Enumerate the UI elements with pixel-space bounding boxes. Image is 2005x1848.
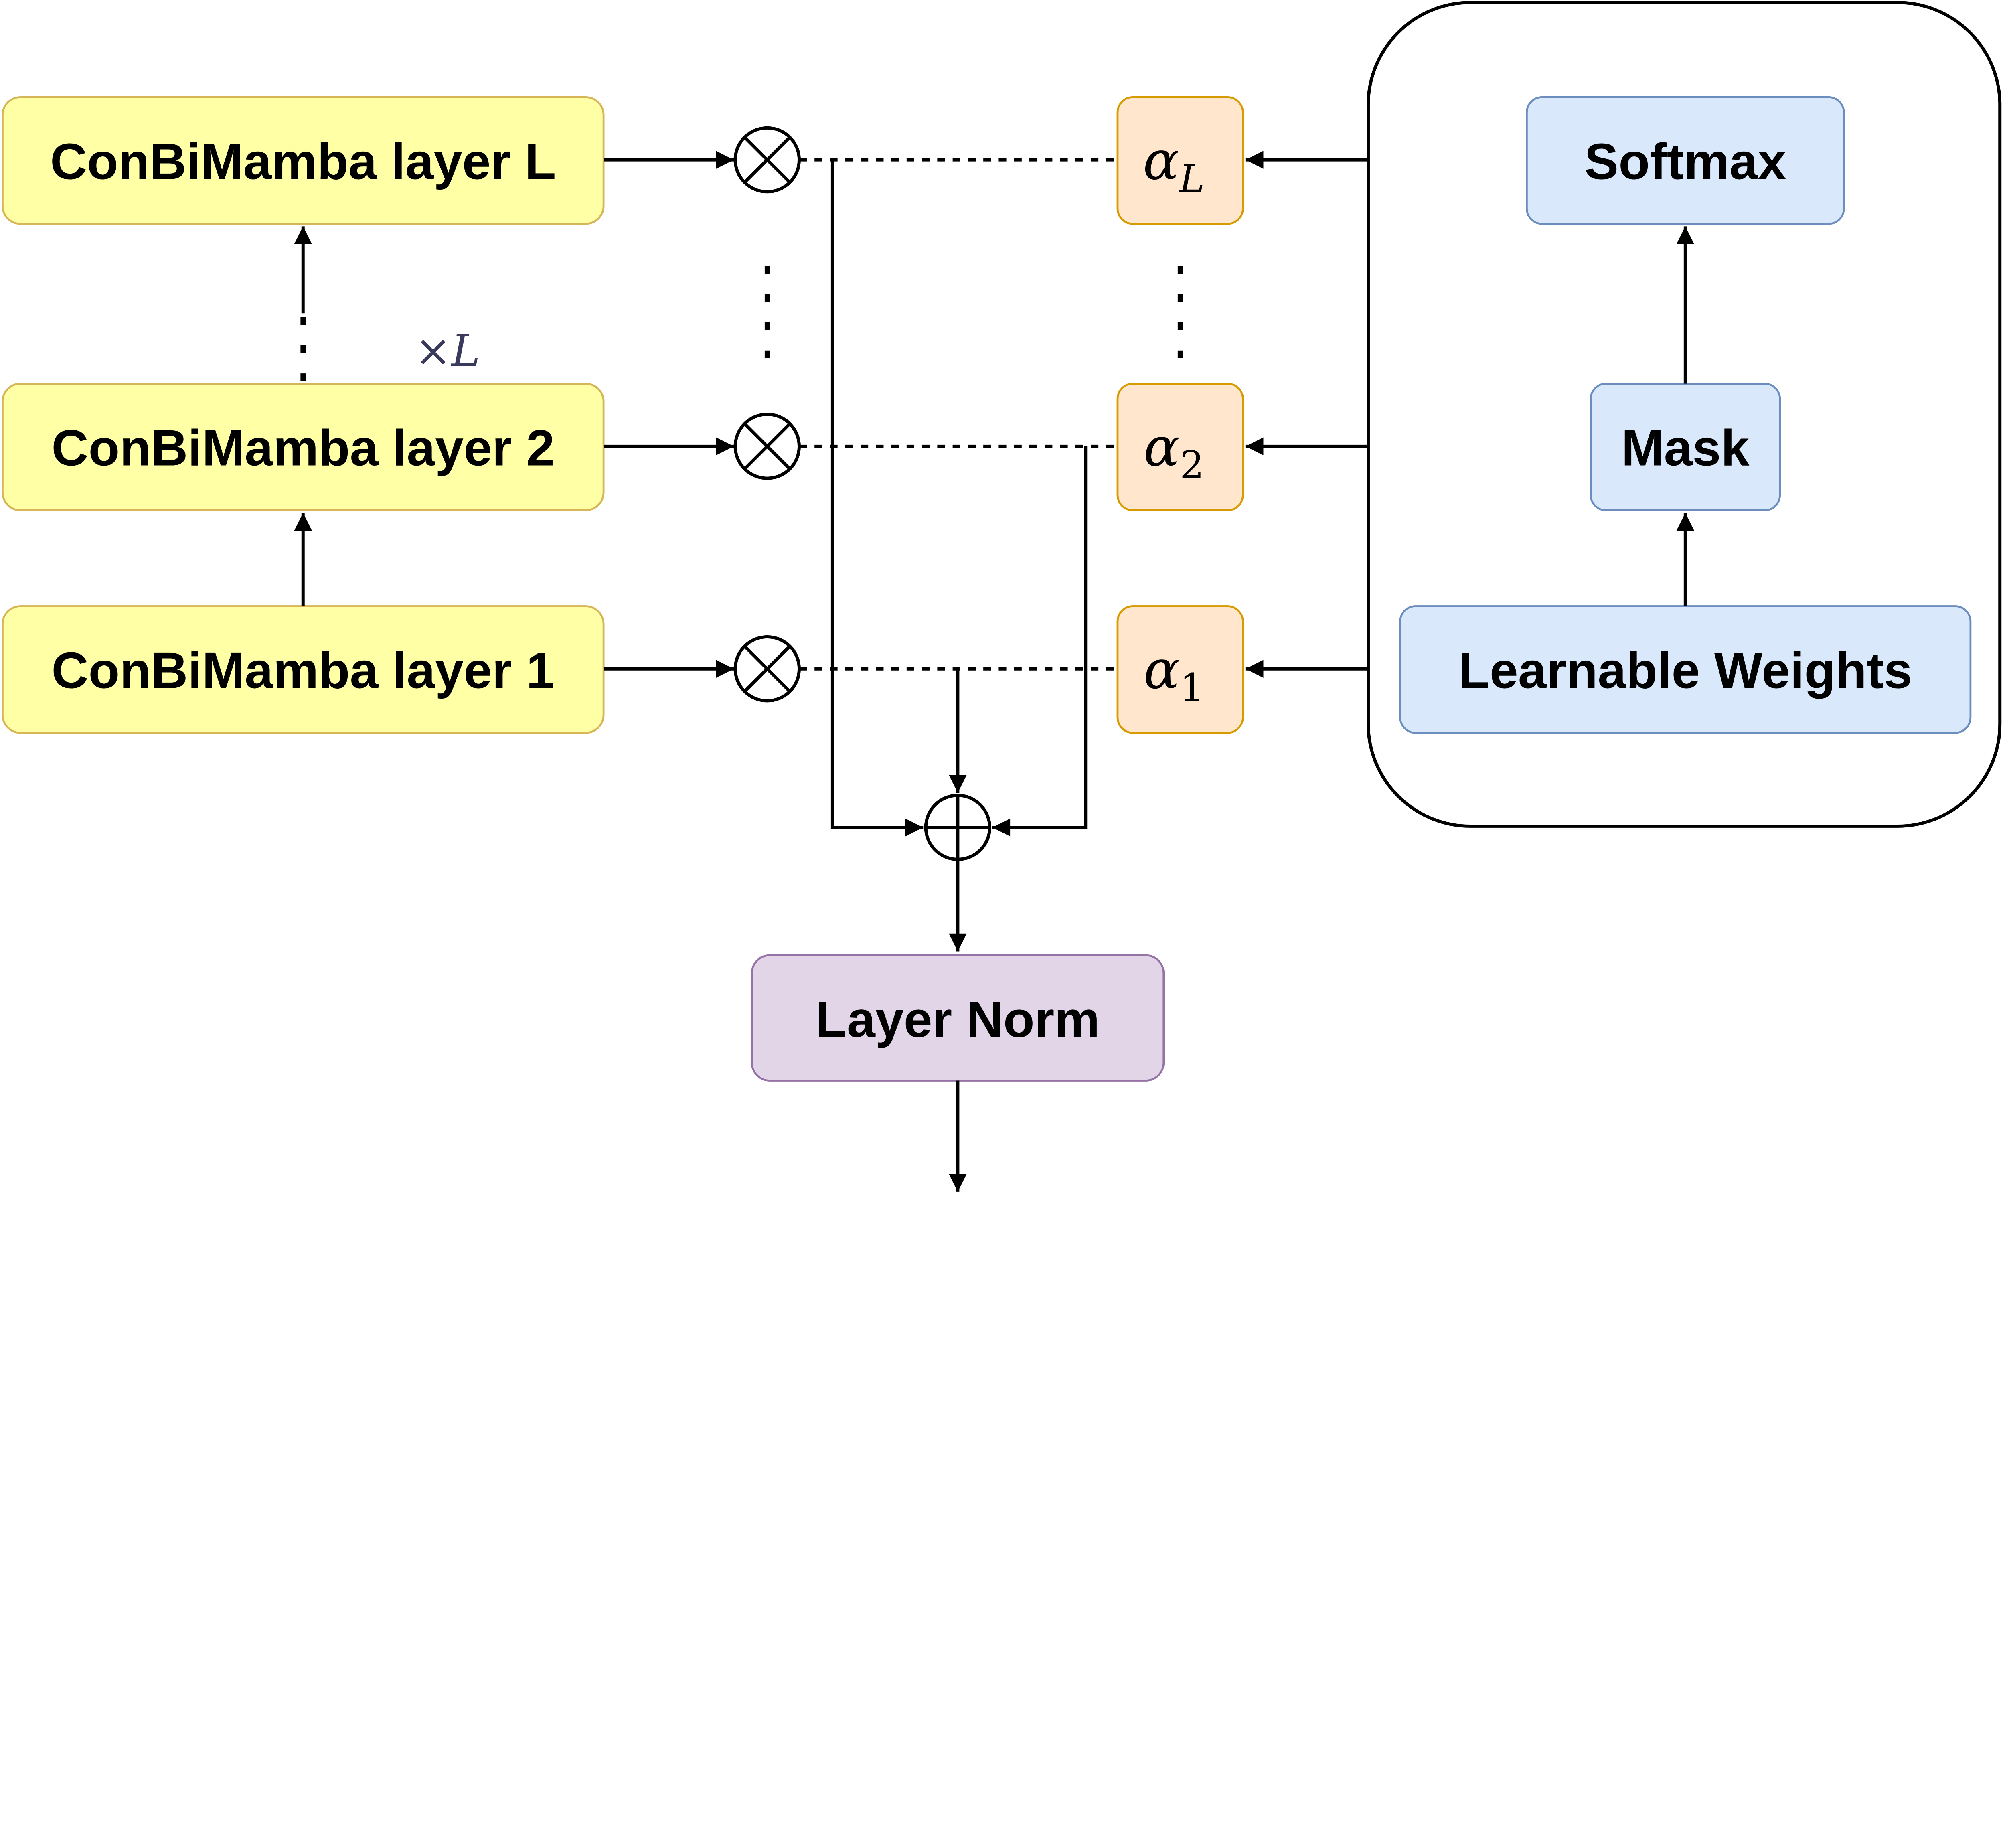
circled-plus-icon bbox=[924, 794, 992, 861]
softmax-label: Softmax bbox=[1584, 133, 1786, 190]
repeat-label: ×L bbox=[415, 325, 480, 376]
svg-text:α1: α1 bbox=[1144, 638, 1204, 710]
svg-text:α2: α2 bbox=[1144, 416, 1204, 488]
alpha-symbol: α bbox=[1144, 416, 1180, 478]
alpha-symbol: α bbox=[1143, 129, 1179, 192]
mask-box: Mask bbox=[1590, 383, 1781, 511]
arrow-L-to-sum bbox=[830, 160, 924, 837]
arrow-2-to-sum bbox=[992, 446, 1088, 837]
alpha-box-1: α1 bbox=[1116, 605, 1244, 734]
layer-norm-label: Layer Norm bbox=[816, 991, 1100, 1048]
svg-text:αL: αL bbox=[1143, 129, 1205, 201]
learnable-weights-label: Learnable Weights bbox=[1458, 642, 1912, 699]
circled-times-icon bbox=[733, 126, 801, 194]
weight-module-container bbox=[1366, 1, 2002, 828]
mask-label: Mask bbox=[1621, 420, 1750, 477]
circled-times-icon bbox=[733, 413, 801, 480]
alpha-box-L: αL bbox=[1116, 96, 1244, 225]
learnable-weights-box: Learnable Weights bbox=[1399, 605, 1972, 734]
circled-times-icon bbox=[733, 635, 801, 703]
layer-box-1: ConBiMamba layer 1 bbox=[1, 605, 605, 734]
layer-label: ConBiMamba layer 1 bbox=[51, 642, 555, 699]
alpha-subscript: 1 bbox=[1180, 665, 1204, 710]
layer-box-2: ConBiMamba layer 2 bbox=[1, 383, 605, 511]
layer-box-L: ConBiMamba layer L bbox=[1, 96, 605, 225]
layer-label: ConBiMamba layer L bbox=[50, 133, 556, 190]
alpha-subscript: 2 bbox=[1180, 443, 1204, 488]
alpha-subscript: L bbox=[1179, 156, 1205, 201]
softmax-box: Softmax bbox=[1526, 96, 1845, 225]
alpha-symbol: α bbox=[1144, 638, 1180, 701]
layer-label: ConBiMamba layer 2 bbox=[51, 420, 555, 477]
diagram: ConBiMamba layer L ConBiMamba layer 2 Co… bbox=[1, 1, 2002, 1192]
alpha-box-2: α2 bbox=[1116, 383, 1244, 511]
layer-norm-box: Layer Norm bbox=[751, 954, 1165, 1082]
